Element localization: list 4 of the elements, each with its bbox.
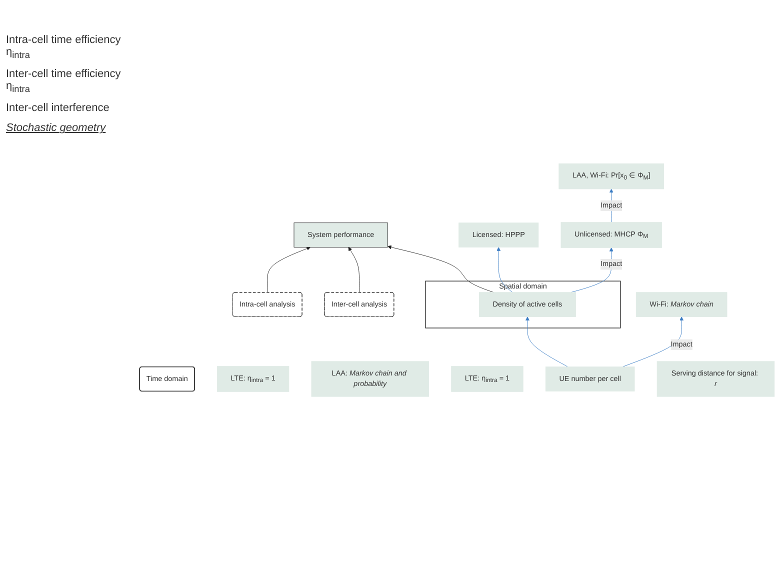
note-text: Intra-cell time efficiency η$_{intra}$	[6, 34, 122, 60]
note-text: Inter-cell interference	[6, 102, 110, 114]
note-text: Inter-cell time efficiency η$_{intra}$	[6, 68, 122, 94]
note-text: Stochastic geometry	[6, 122, 107, 134]
